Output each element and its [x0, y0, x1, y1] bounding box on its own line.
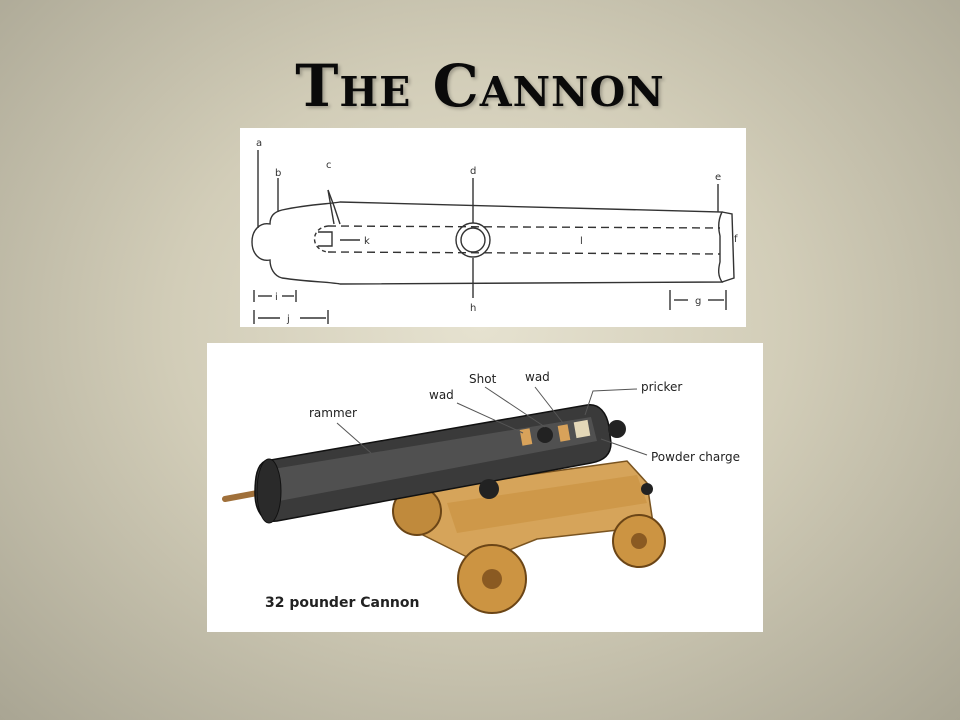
label-i: i — [275, 292, 278, 303]
slide-title: The Cannon — [295, 52, 665, 120]
label-h: h — [470, 303, 476, 314]
cannon-barrel — [254, 404, 626, 524]
label-wad-right: wad — [525, 370, 550, 384]
label-rammer: rammer — [309, 406, 357, 420]
label-g: g — [695, 296, 701, 307]
label-k: k — [364, 236, 370, 247]
cannon-line-diagram: a b c d e f g h i j k l — [240, 128, 746, 327]
label-f: f — [734, 234, 738, 245]
label-d: d — [470, 166, 476, 177]
label-wad-left: wad — [429, 388, 454, 402]
label-b: b — [275, 168, 281, 179]
label-l: l — [580, 236, 583, 247]
label-powder-charge: Powder charge — [651, 450, 740, 464]
label-pricker: pricker — [641, 380, 682, 394]
label-shot: Shot — [469, 372, 497, 386]
label-j: j — [286, 314, 290, 325]
caption: 32 pounder Cannon — [265, 595, 419, 611]
label-c: c — [326, 160, 332, 171]
cannon-illustration: rammer wad Shot wad pricker Powder charg… — [207, 343, 763, 632]
label-e: e — [715, 172, 721, 183]
label-a: a — [256, 138, 262, 149]
